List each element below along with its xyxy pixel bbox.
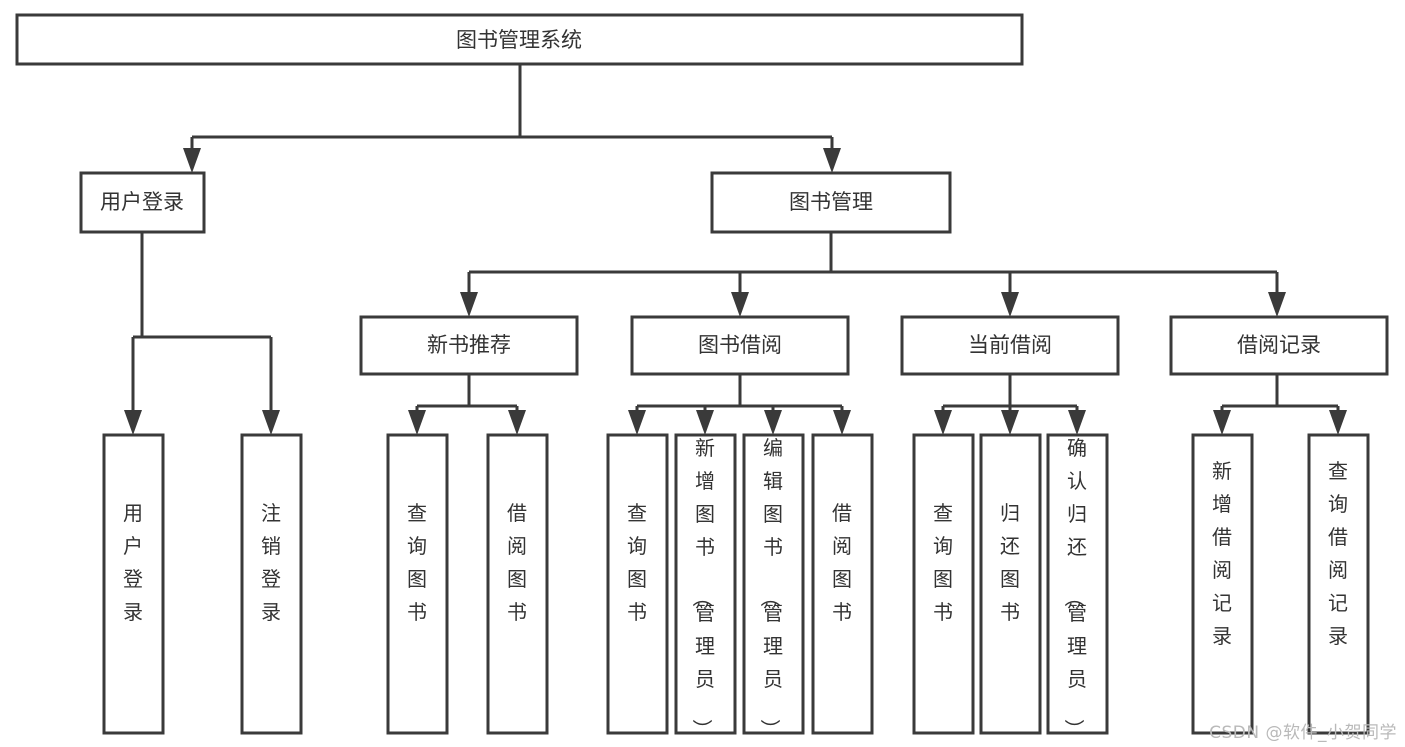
arrowhead-bookborrow-leaf-3: [764, 410, 782, 435]
arrowhead-leaf-logout: [262, 410, 280, 435]
arrowhead-current-borrow: [1001, 292, 1019, 317]
leaf-node[interactable]: 用户登录: [102, 433, 165, 735]
node-new-book-rec[interactable]: 新书推荐: [359, 315, 579, 376]
leaf-box-newbook-query[interactable]: [386, 433, 449, 735]
leaf-box-logout[interactable]: [240, 433, 303, 735]
node-current-borrow[interactable]: 当前借阅: [900, 315, 1120, 376]
node-root-box[interactable]: [15, 13, 1024, 66]
arrowhead-leaf-user-login: [124, 410, 142, 435]
leaf-label-borrowrecord-add: 新增借阅记录: [1212, 459, 1232, 648]
leaf-node[interactable]: 注销登录: [240, 433, 303, 735]
arrowhead-book-borrow: [731, 292, 749, 317]
leaf-node[interactable]: 编辑图书（管理员）: [742, 433, 805, 739]
node-user-login-label: 用户登录: [100, 190, 184, 214]
node-new-book-rec-box[interactable]: [359, 315, 579, 376]
leaf-box-newbook-borrow[interactable]: [486, 433, 549, 735]
arrowhead-bookborrow-leaf-1: [628, 410, 646, 435]
arrowhead-currentborrow-leaf-3: [1068, 410, 1086, 435]
leaf-label-bookborrow-edit: 编辑图书（管理员）: [758, 436, 783, 739]
node-borrow-record-box[interactable]: [1169, 315, 1389, 376]
node-user-login-box[interactable]: [79, 171, 206, 234]
leaf-box-bookborrow-borrow[interactable]: [811, 433, 874, 735]
leaf-node[interactable]: 查询图书: [606, 433, 669, 735]
leaf-node[interactable]: 归还图书: [979, 433, 1042, 735]
leaf-label-bookborrow-add: 新增图书（管理员）: [690, 436, 715, 739]
node-root[interactable]: 图书管理系统: [15, 13, 1024, 66]
arrowhead-bookborrow-leaf-2: [696, 410, 714, 435]
arrowhead-currentborrow-leaf-1: [934, 410, 952, 435]
arrowhead-borrowrecord-leaf-1: [1213, 410, 1231, 435]
leaf-node[interactable]: 查询借阅记录: [1307, 433, 1370, 735]
arrowhead-newbook-leaf-1: [408, 410, 426, 435]
node-new-book-rec-label: 新书推荐: [427, 333, 511, 357]
leaf-node[interactable]: 新增借阅记录: [1191, 433, 1254, 735]
leaf-box-user-login[interactable]: [102, 433, 165, 735]
leaf-node[interactable]: 新增图书（管理员）: [674, 433, 737, 739]
leaf-box-currentborrow-query[interactable]: [912, 433, 975, 735]
arrowhead-borrow-record: [1268, 292, 1286, 317]
node-book-manage-box[interactable]: [710, 171, 952, 234]
leaf-node[interactable]: 查询图书: [912, 433, 975, 735]
leaf-label-currentborrow-confirm: 确认归还（管理员）: [1062, 436, 1087, 739]
arrowhead-currentborrow-leaf-2: [1001, 410, 1019, 435]
node-user-login[interactable]: 用户登录: [79, 171, 206, 234]
arrowhead-bookborrow-leaf-4: [833, 410, 851, 435]
leaf-box-currentborrow-confirm[interactable]: [1046, 433, 1109, 735]
leaf-box-borrowrecord-query[interactable]: [1307, 433, 1370, 735]
arrowhead-book-manage: [823, 148, 841, 173]
leaf-label-newbook-borrow: 借阅图书: [507, 501, 527, 624]
node-book-borrow-label: 图书借阅: [698, 333, 782, 357]
leaf-label-logout: 注销登录: [261, 501, 281, 624]
arrowhead-user-login: [183, 148, 201, 173]
leaf-box-borrowrecord-add[interactable]: [1191, 433, 1254, 735]
leaf-label-bookborrow-query: 查询图书: [627, 501, 647, 624]
arrowhead-borrowrecord-leaf-2: [1329, 410, 1347, 435]
node-book-borrow[interactable]: 图书借阅: [630, 315, 850, 376]
node-borrow-record[interactable]: 借阅记录: [1169, 315, 1389, 376]
arrowhead-new-book-rec: [460, 292, 478, 317]
leaf-label-currentborrow-query: 查询图书: [933, 501, 953, 624]
leaf-box-bookborrow-add[interactable]: [674, 433, 737, 735]
leaf-node[interactable]: 借阅图书: [486, 433, 549, 735]
node-current-borrow-box[interactable]: [900, 315, 1120, 376]
connector-group: [124, 64, 1347, 435]
leaf-label-newbook-query: 查询图书: [407, 501, 427, 624]
watermark-label: CSDN @软件_小贺同学: [1209, 723, 1397, 743]
node-book-borrow-box[interactable]: [630, 315, 850, 376]
leaf-box-currentborrow-return[interactable]: [979, 433, 1042, 735]
node-book-manage-label: 图书管理: [789, 190, 873, 214]
leaf-node[interactable]: 借阅图书: [811, 433, 874, 735]
node-book-manage[interactable]: 图书管理: [710, 171, 952, 234]
leaf-label-user-login: 用户登录: [123, 501, 143, 624]
leaf-node[interactable]: 查询图书: [386, 433, 449, 735]
node-current-borrow-label: 当前借阅: [968, 333, 1052, 357]
leaf-box-bookborrow-query[interactable]: [606, 433, 669, 735]
leaf-label-borrowrecord-query: 查询借阅记录: [1328, 459, 1348, 648]
node-root-label: 图书管理系统: [456, 28, 582, 52]
node-borrow-record-label: 借阅记录: [1237, 333, 1321, 357]
leaf-box-bookborrow-edit[interactable]: [742, 433, 805, 735]
leaf-node[interactable]: 确认归还（管理员）: [1046, 433, 1109, 739]
leaf-label-currentborrow-return: 归还图书: [1000, 501, 1020, 624]
arrowhead-newbook-leaf-2: [508, 410, 526, 435]
leaf-label-bookborrow-borrow: 借阅图书: [832, 501, 852, 624]
